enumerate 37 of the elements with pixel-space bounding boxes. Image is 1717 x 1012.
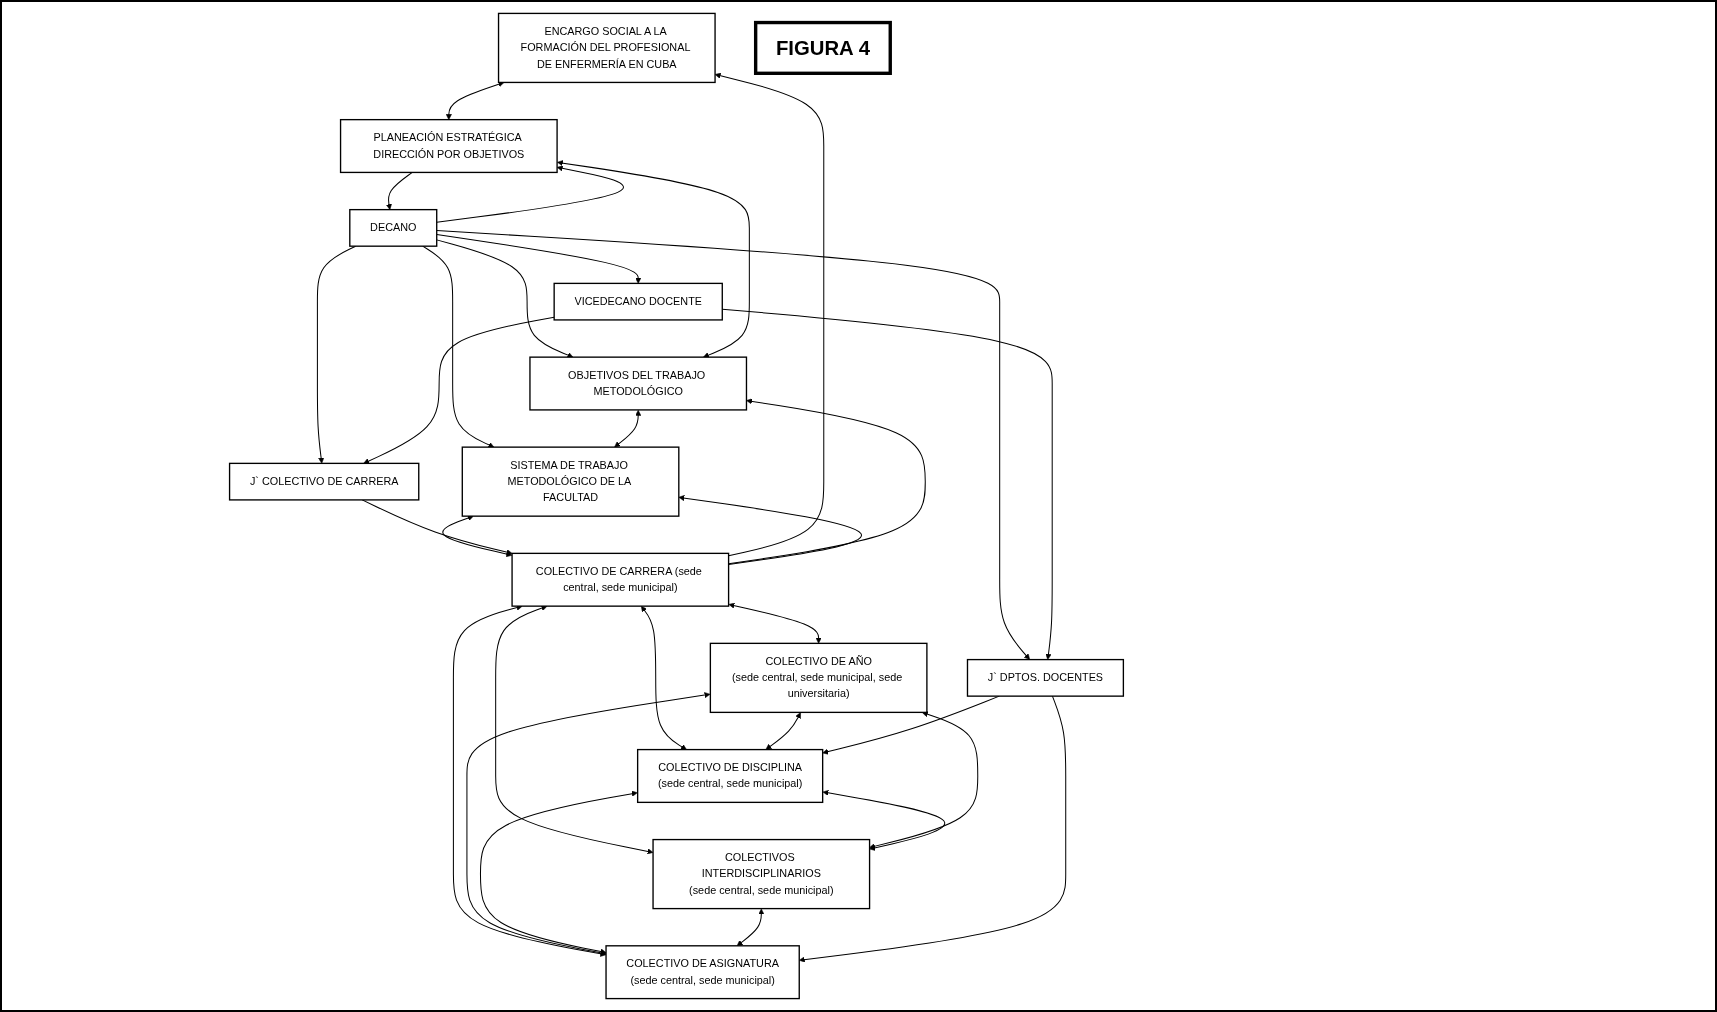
arrow <box>436 165 624 223</box>
node-box: COLECTIVO DE ASIGNATURA (sede central, sede municipal) <box>605 945 800 1000</box>
arrow <box>822 789 946 851</box>
arrow <box>869 711 979 850</box>
arrow <box>641 606 687 750</box>
arrow <box>442 515 513 557</box>
node-box: FIGURA 4 <box>753 20 892 75</box>
node-box: SISTEMA DE TRABAJO METODOLÓGICO DE LA FACULTAD <box>461 446 680 517</box>
node-box: ENCARGO SOCIAL A LA FORMACIÓN DEL PROFESIONAL DE ENFERMERÍA EN CUBA <box>497 12 716 84</box>
arrow <box>422 245 495 448</box>
arrow <box>765 712 801 750</box>
arrow <box>495 605 654 855</box>
arrow <box>386 171 413 210</box>
arrow <box>436 233 642 284</box>
arrow <box>466 692 711 956</box>
arrow <box>361 499 513 556</box>
node-box: COLECTIVO DE AÑO (sede central, sede municipal, sede universitaria) <box>709 642 928 714</box>
arrow <box>436 230 1030 660</box>
arrow <box>445 81 505 120</box>
node-box: COLECTIVOS INTERDISCIPLINARIOS (sede central, sede municipal) <box>652 838 871 910</box>
arrow <box>557 160 750 358</box>
node-box: DECANO <box>349 208 438 247</box>
arrow <box>436 239 574 358</box>
arrow <box>678 495 862 565</box>
arrow <box>736 908 765 947</box>
arrow <box>363 316 555 464</box>
node-box: COLECTIVO DE DISCIPLINA (sede central, sede municipal) <box>636 748 824 804</box>
node-box: PLANEACIÓN ESTRATÉGICA DIRECCIÓN POR OBJETIVOS <box>339 118 558 174</box>
arrow <box>479 790 638 955</box>
arrow <box>728 398 926 565</box>
node-box: OBJETIVOS DEL TRABAJO METODOLÓGICO <box>529 356 748 411</box>
arrow <box>614 409 642 448</box>
node-box: VICEDECANO DOCENTE <box>553 282 723 321</box>
node-box: J` COLECTIVO DE CARRERA <box>228 462 420 501</box>
arrow <box>728 602 822 644</box>
node-box: COLECTIVO DE CARRERA (sede central, sede municipal) <box>511 552 730 607</box>
node-box: J` DPTOS. DOCENTES <box>966 658 1125 697</box>
